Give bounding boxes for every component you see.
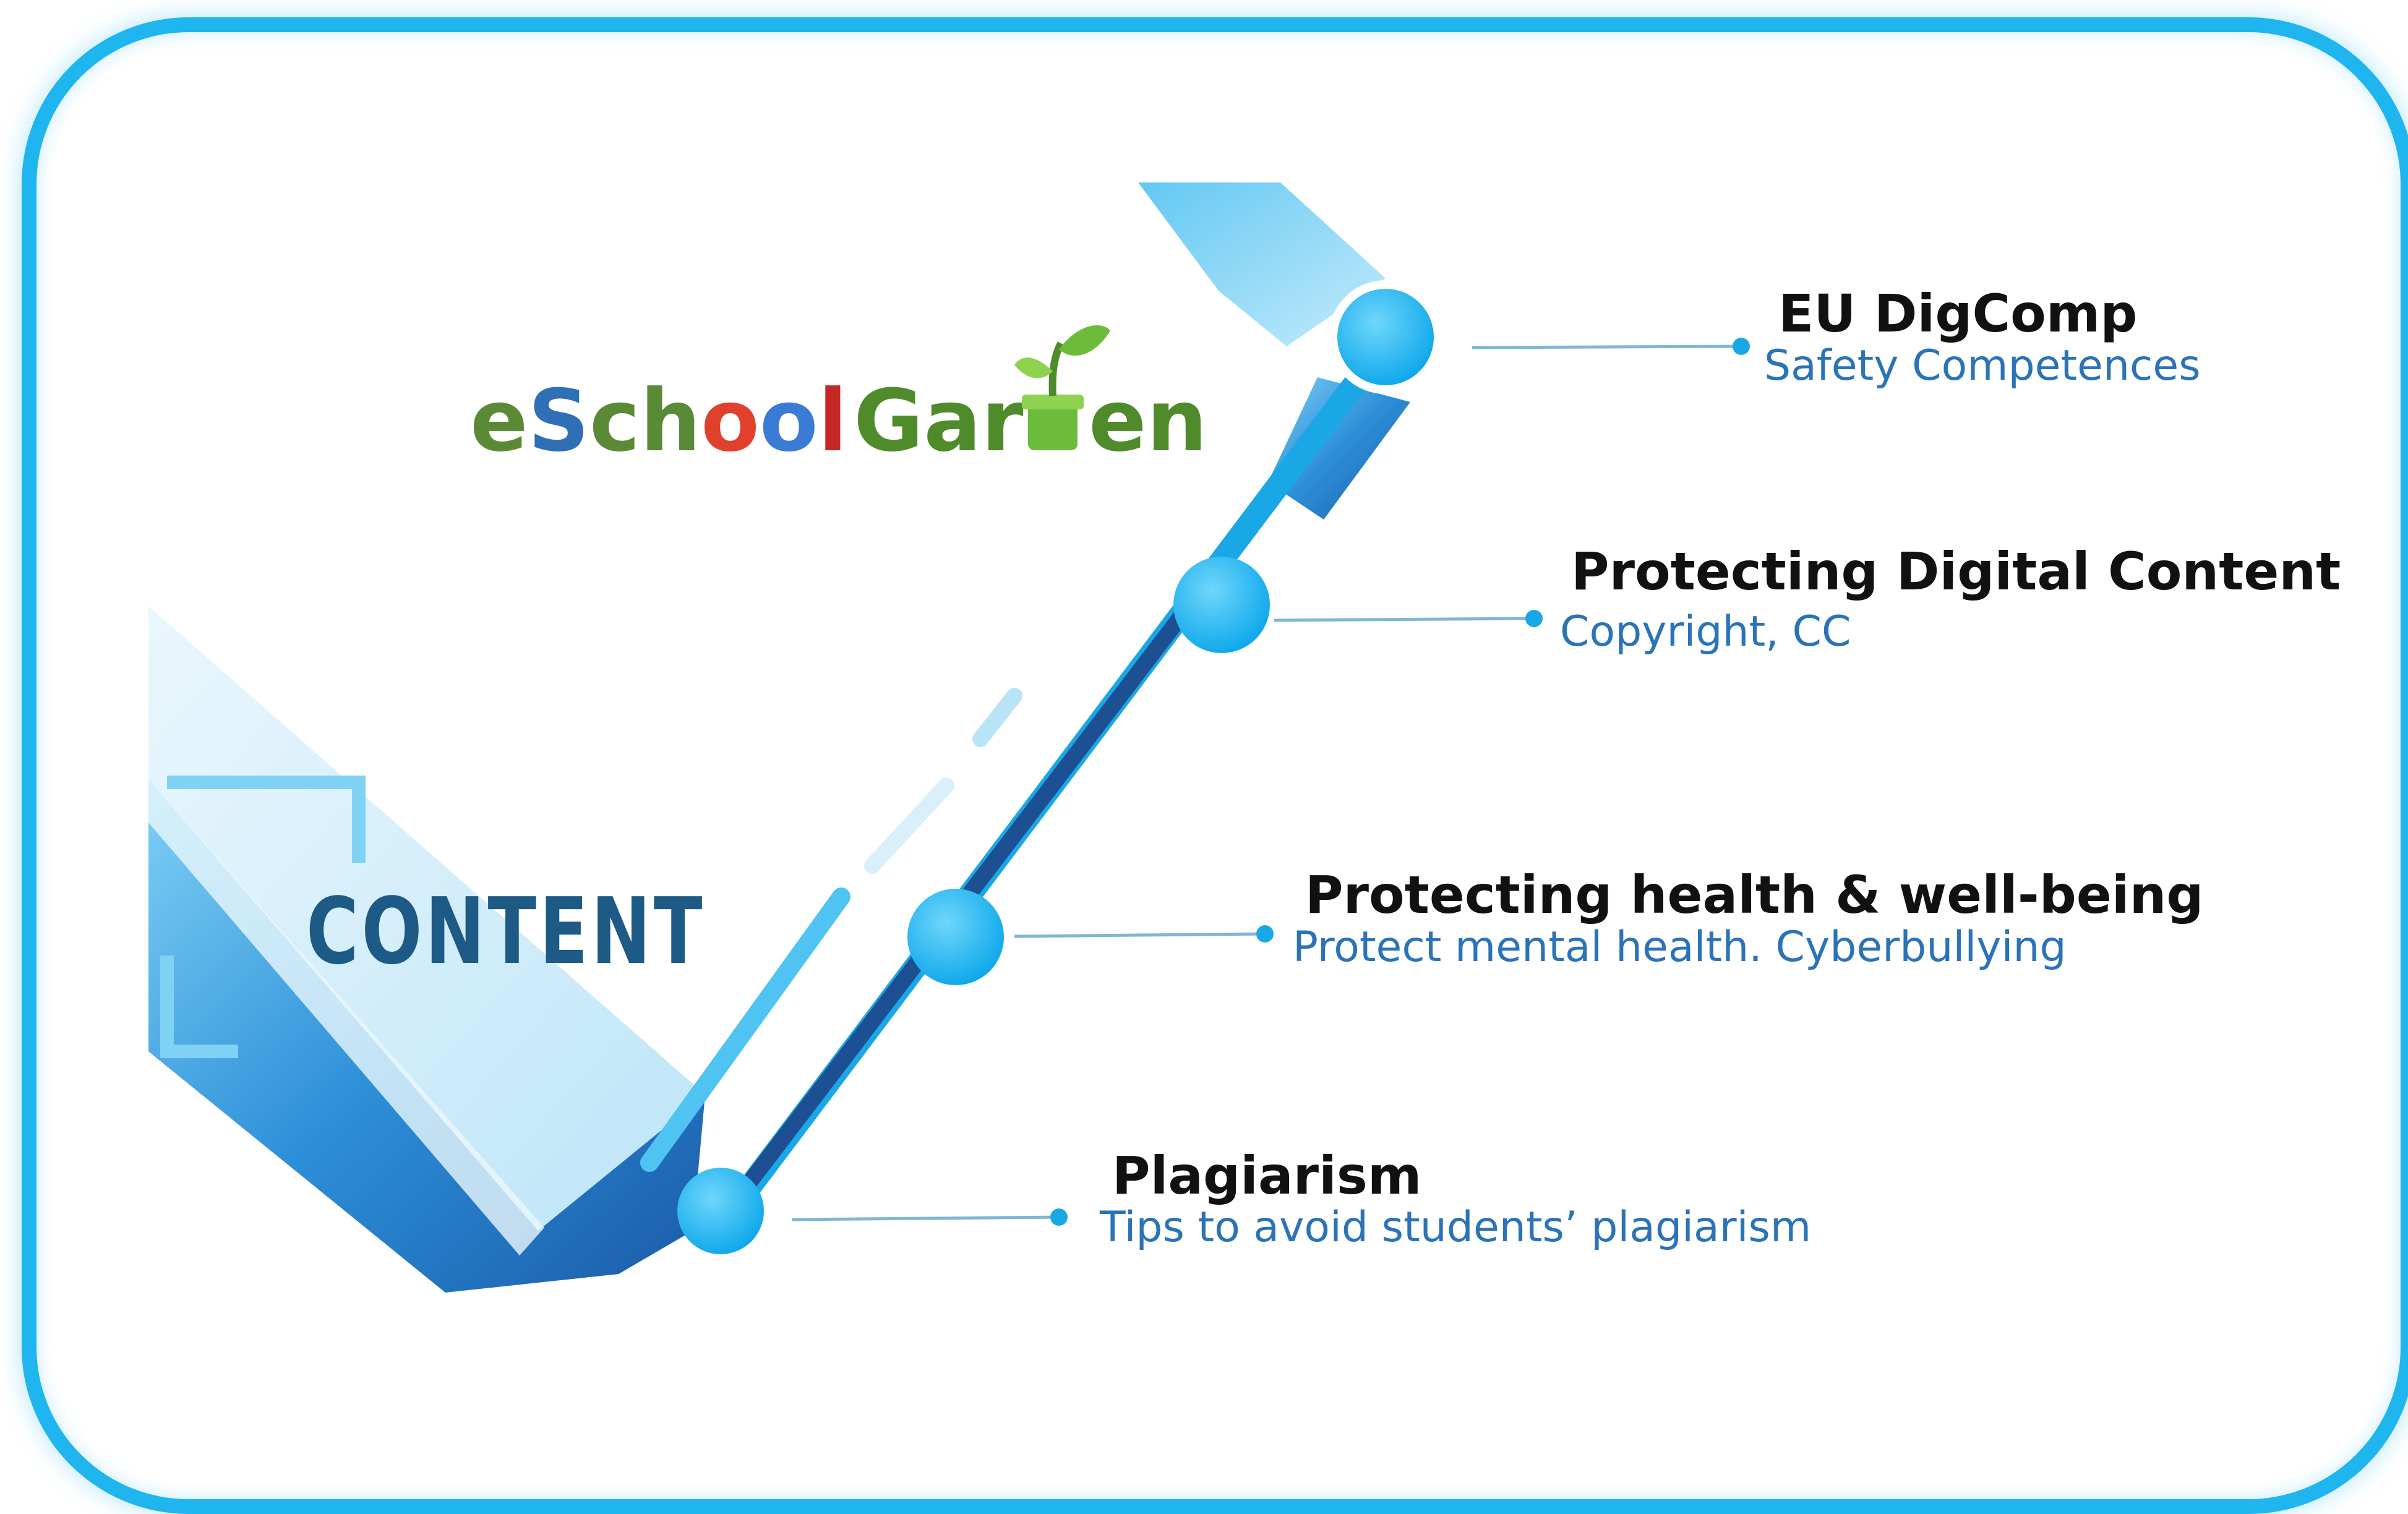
- section-label: CONTENT: [306, 878, 706, 985]
- item-title-eu-digcomp: EU DigComp: [1778, 283, 2138, 344]
- connectors: [791, 338, 1750, 1226]
- logo-letter: h: [640, 371, 701, 471]
- node-3: [907, 889, 1004, 985]
- logo-letter: e: [470, 371, 528, 471]
- item-subtitle-eu-digcomp: Safety Competences: [1764, 341, 2201, 390]
- node-2: [1173, 557, 1270, 653]
- sprout-pot-icon: [1014, 325, 1110, 450]
- item-title-protecting-health: Protecting health & well-being: [1305, 865, 2204, 925]
- logo-letter: o: [760, 371, 818, 471]
- item-subtitle-protecting-digital-content: Copyright, CC: [1560, 607, 1851, 656]
- item-title-plagiarism: Plagiarism: [1112, 1145, 1422, 1206]
- timeline-nodes: [677, 280, 1442, 1254]
- decorative-bands: [148, 182, 1410, 1293]
- item-title-protecting-digital-content: Protecting Digital Content: [1571, 541, 2341, 602]
- logo-word-eschool: eSchool: [470, 371, 847, 471]
- item-subtitle-plagiarism: Tips to avoid students’ plagiarism: [1100, 1203, 1812, 1252]
- logo-word-garden-end: en: [1089, 371, 1207, 471]
- logo-word-garden-start: Gar: [854, 371, 1023, 471]
- item-subtitle-protecting-health: Protect mental health. Cyberbullying: [1293, 923, 2067, 972]
- eschool-garden-logo: eSchool Gar en: [470, 325, 1207, 471]
- node-4: [677, 1168, 764, 1254]
- logo-letter: S: [528, 371, 589, 471]
- logo-letter: l: [818, 371, 847, 471]
- logo-letter: o: [701, 371, 760, 471]
- logo-letter: c: [589, 371, 640, 471]
